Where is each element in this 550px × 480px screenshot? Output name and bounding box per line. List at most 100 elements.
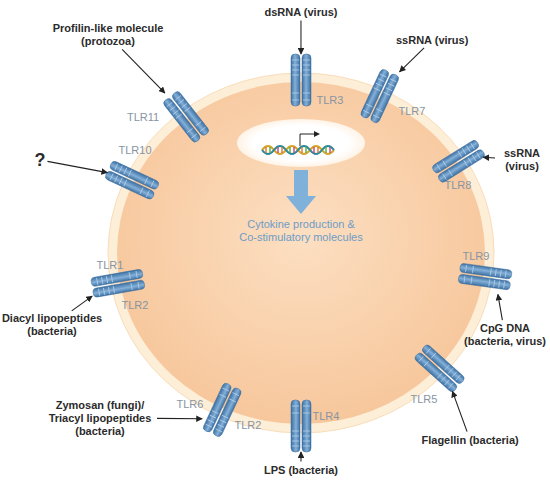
ligand-name: Diacyl lipopeptides (bacteria)	[0, 312, 107, 338]
receptor-chain	[370, 73, 400, 124]
ligand-label: LPS (bacteria)	[264, 464, 338, 477]
repeat-stripe	[140, 187, 143, 193]
repeat-stripe	[292, 60, 299, 61]
dna-strand	[262, 146, 334, 154]
repeat-stripe	[493, 280, 495, 287]
repeat-stripe	[465, 265, 467, 272]
repeat-stripe	[124, 180, 127, 186]
repeat-stripe	[196, 121, 202, 125]
repeat-stripe	[418, 357, 423, 362]
ligand-label: Profilin-like molecule (protozoa)	[43, 22, 173, 48]
repeat-stripe	[97, 278, 98, 285]
repeat-stripe	[106, 276, 107, 283]
binding-arrow	[72, 296, 92, 311]
repeat-stripe	[292, 406, 299, 407]
repeat-stripe	[103, 288, 104, 295]
repeat-stripe	[136, 271, 137, 278]
repeat-stripe	[303, 446, 310, 447]
repeat-stripe	[167, 102, 173, 106]
repeat-stripe	[216, 429, 222, 432]
repeat-stripe	[147, 190, 150, 196]
repeat-stripe	[441, 377, 446, 382]
repeat-stripe	[477, 152, 481, 158]
repeat-stripe	[129, 170, 132, 176]
receptor-name: TLR9	[463, 250, 490, 263]
receptor-chain	[437, 148, 486, 183]
ligand-name: Flagellin (bacteria)	[422, 434, 519, 447]
ligand-name: ssRNA (virus)	[497, 147, 547, 173]
repeat-stripe	[376, 83, 382, 86]
repeat-stripe	[233, 392, 239, 395]
repeat-stripe	[374, 88, 380, 91]
repeat-stripe	[292, 100, 299, 101]
receptor-outline	[480, 263, 510, 293]
repeat-stripe	[443, 161, 447, 167]
receptor-chain	[458, 274, 511, 290]
repeat-stripe	[303, 65, 310, 66]
binding-arrow	[452, 391, 467, 431]
repeat-stripe	[384, 93, 390, 96]
receptor-outline	[432, 360, 462, 390]
repeat-stripe	[363, 111, 369, 114]
binding-arrow	[47, 161, 107, 172]
repeat-stripe	[185, 107, 191, 111]
receptor-pair: TLR5	[432, 360, 462, 390]
repeat-stripe	[303, 93, 310, 94]
repeat-stripe	[115, 175, 118, 181]
cytoplasm	[117, 82, 485, 424]
repeat-stripe	[292, 431, 299, 432]
receptor-outline	[286, 55, 316, 85]
receptor-chain	[291, 54, 300, 106]
repeat-stripe	[212, 411, 218, 414]
receptor-outline	[203, 404, 233, 434]
repeat-stripe	[124, 167, 127, 173]
repeat-stripe	[390, 79, 396, 82]
repeat-stripe	[223, 388, 229, 391]
repeat-stripe	[210, 415, 216, 418]
repeat-stripe	[292, 446, 299, 447]
transcription-arrow	[300, 134, 314, 146]
receptor-name: TLR6	[177, 398, 204, 411]
repeat-stripe	[230, 399, 236, 402]
repeat-stripe	[292, 70, 299, 71]
transcription-arrowhead	[314, 131, 320, 137]
receptor-outline	[165, 94, 195, 124]
repeat-stripe	[455, 375, 460, 380]
receptor-pair: TLR10	[108, 161, 138, 191]
receptor-pair: TLR8	[452, 141, 482, 171]
repeat-stripe	[498, 281, 500, 288]
repeat-stripe	[176, 114, 182, 118]
ligand-label: CpG DNA (bacteria, virus)	[460, 322, 550, 348]
repeat-stripe	[444, 380, 449, 385]
repeat-stripe	[473, 155, 477, 161]
repeat-stripe	[120, 165, 123, 171]
repeat-stripe	[366, 104, 372, 107]
repeat-stripe	[388, 83, 394, 86]
receptor-outline	[108, 161, 138, 191]
repeat-stripe	[458, 151, 462, 157]
repeat-stripe	[303, 75, 310, 76]
repeat-stripe	[98, 288, 99, 295]
receptor-pair: TLR7	[369, 72, 399, 102]
repeat-stripe	[503, 282, 505, 289]
repeat-stripe	[464, 276, 466, 283]
receptor-pair: TLR6TLR2	[203, 404, 233, 434]
repeat-stripe	[131, 283, 132, 290]
repeat-stripe	[218, 424, 224, 427]
repeat-stripe	[386, 88, 392, 91]
ligand-name: Zymosan (fungi)/ Triacyl lipopeptides (b…	[45, 399, 155, 438]
repeat-stripe	[464, 160, 468, 166]
dna-strand	[262, 146, 334, 154]
receptor-name: TLR7	[398, 105, 425, 118]
repeat-stripe	[292, 75, 299, 76]
repeat-stripe	[108, 287, 109, 294]
ligand-label: Diacyl lipopeptides (bacteria)	[0, 312, 107, 338]
binding-arrow	[157, 418, 202, 419]
receptor-outline	[369, 72, 399, 102]
repeat-stripe	[182, 103, 188, 107]
repeat-stripe	[376, 109, 382, 112]
repeat-stripe	[303, 100, 310, 101]
repeat-stripe	[431, 353, 436, 358]
repeat-stripe	[173, 110, 179, 114]
dna-rungs	[266, 147, 330, 153]
